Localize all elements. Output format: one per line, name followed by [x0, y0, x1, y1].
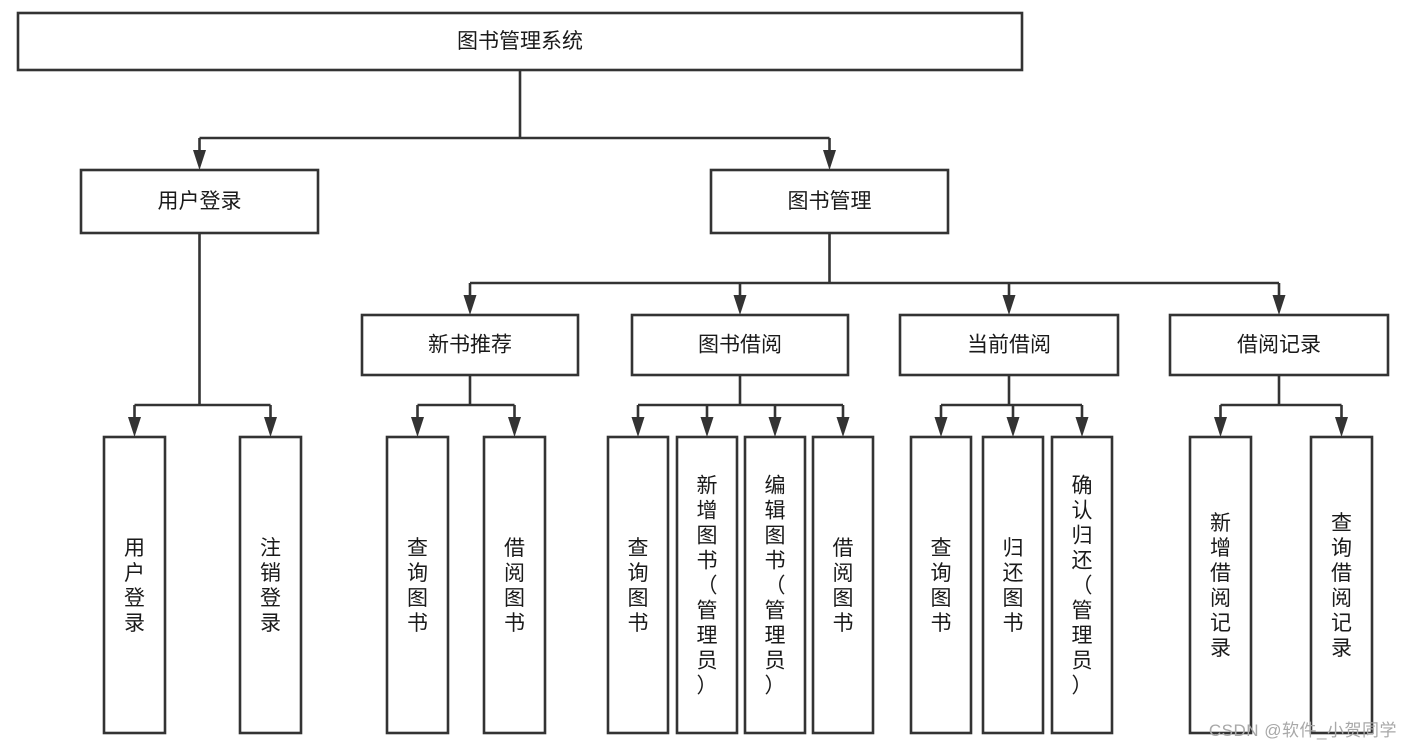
node-box [16, 11, 1024, 72]
node-label: 借阅图书 [504, 537, 525, 635]
node-label: 确认归还（管理员） [1072, 475, 1093, 698]
node-book-borrow[interactable]: 图书借阅 [630, 313, 850, 377]
node-label: 用户登录 [124, 537, 145, 635]
node-box [811, 435, 875, 735]
node-leaf-query-book-rec[interactable]: 查询图书 [385, 435, 450, 735]
node-layer: 图书管理系统用户登录图书管理新书推荐图书借阅当前借阅借阅记录用户登录注销登录查询… [16, 11, 1390, 735]
node-label: 归还图书 [1003, 537, 1024, 635]
node-box [743, 435, 807, 735]
node-leaf-borrow-book-rec[interactable]: 借阅图书 [482, 435, 547, 735]
node-label: 新增图书（管理员） [697, 475, 718, 698]
node-current-borrow[interactable]: 当前借阅 [898, 313, 1120, 377]
node-leaf-query-book[interactable]: 查询图书 [606, 435, 670, 735]
node-label: 查询图书 [407, 537, 428, 635]
node-leaf-add-record[interactable]: 新增借阅记录 [1188, 435, 1253, 735]
node-box [385, 435, 450, 735]
connector-layer [128, 70, 1348, 437]
node-box [981, 435, 1045, 735]
node-box [1050, 435, 1114, 735]
node-label: 编辑图书（管理员） [765, 475, 786, 698]
node-borrow-record[interactable]: 借阅记录 [1168, 313, 1390, 377]
node-leaf-query-book-cur[interactable]: 查询图书 [909, 435, 973, 735]
node-new-book-rec[interactable]: 新书推荐 [360, 313, 580, 377]
node-leaf-confirm-return[interactable]: 确认归还（管理员） [1050, 435, 1114, 735]
node-label: 查询图书 [628, 537, 649, 635]
node-label: 注销登录 [260, 537, 281, 635]
node-box [675, 435, 739, 735]
node-box [630, 313, 850, 377]
node-label: 用户登录 [158, 190, 242, 213]
node-box [606, 435, 670, 735]
node-root[interactable]: 图书管理系统 [16, 11, 1024, 72]
node-label: 图书管理系统 [457, 30, 583, 53]
node-leaf-borrow-book[interactable]: 借阅图书 [811, 435, 875, 735]
node-leaf-user-login[interactable]: 用户登录 [102, 435, 167, 735]
node-label: 新增借阅记录 [1210, 512, 1231, 660]
node-label: 查询借阅记录 [1331, 512, 1352, 660]
node-leaf-user-logout[interactable]: 注销登录 [238, 435, 303, 735]
node-leaf-return-book[interactable]: 归还图书 [981, 435, 1045, 735]
node-box [909, 435, 973, 735]
node-leaf-edit-book[interactable]: 编辑图书（管理员） [743, 435, 807, 735]
node-leaf-query-record[interactable]: 查询借阅记录 [1309, 435, 1374, 735]
node-user-login[interactable]: 用户登录 [79, 168, 320, 235]
node-label: 借阅图书 [833, 537, 854, 635]
node-box [1168, 313, 1390, 377]
node-box [360, 313, 580, 377]
node-label: 图书管理 [788, 190, 872, 213]
node-box [79, 168, 320, 235]
node-label: 借阅记录 [1237, 334, 1321, 357]
node-label: 查询图书 [931, 537, 952, 635]
node-box [102, 435, 167, 735]
node-label: 图书借阅 [698, 334, 782, 357]
node-label: 当前借阅 [967, 334, 1051, 357]
node-box [482, 435, 547, 735]
node-box [238, 435, 303, 735]
node-box [1188, 435, 1253, 735]
node-box [898, 313, 1120, 377]
node-box [709, 168, 950, 235]
node-leaf-add-book[interactable]: 新增图书（管理员） [675, 435, 739, 735]
node-box [1309, 435, 1374, 735]
node-book-manage[interactable]: 图书管理 [709, 168, 950, 235]
node-label: 新书推荐 [428, 334, 512, 357]
